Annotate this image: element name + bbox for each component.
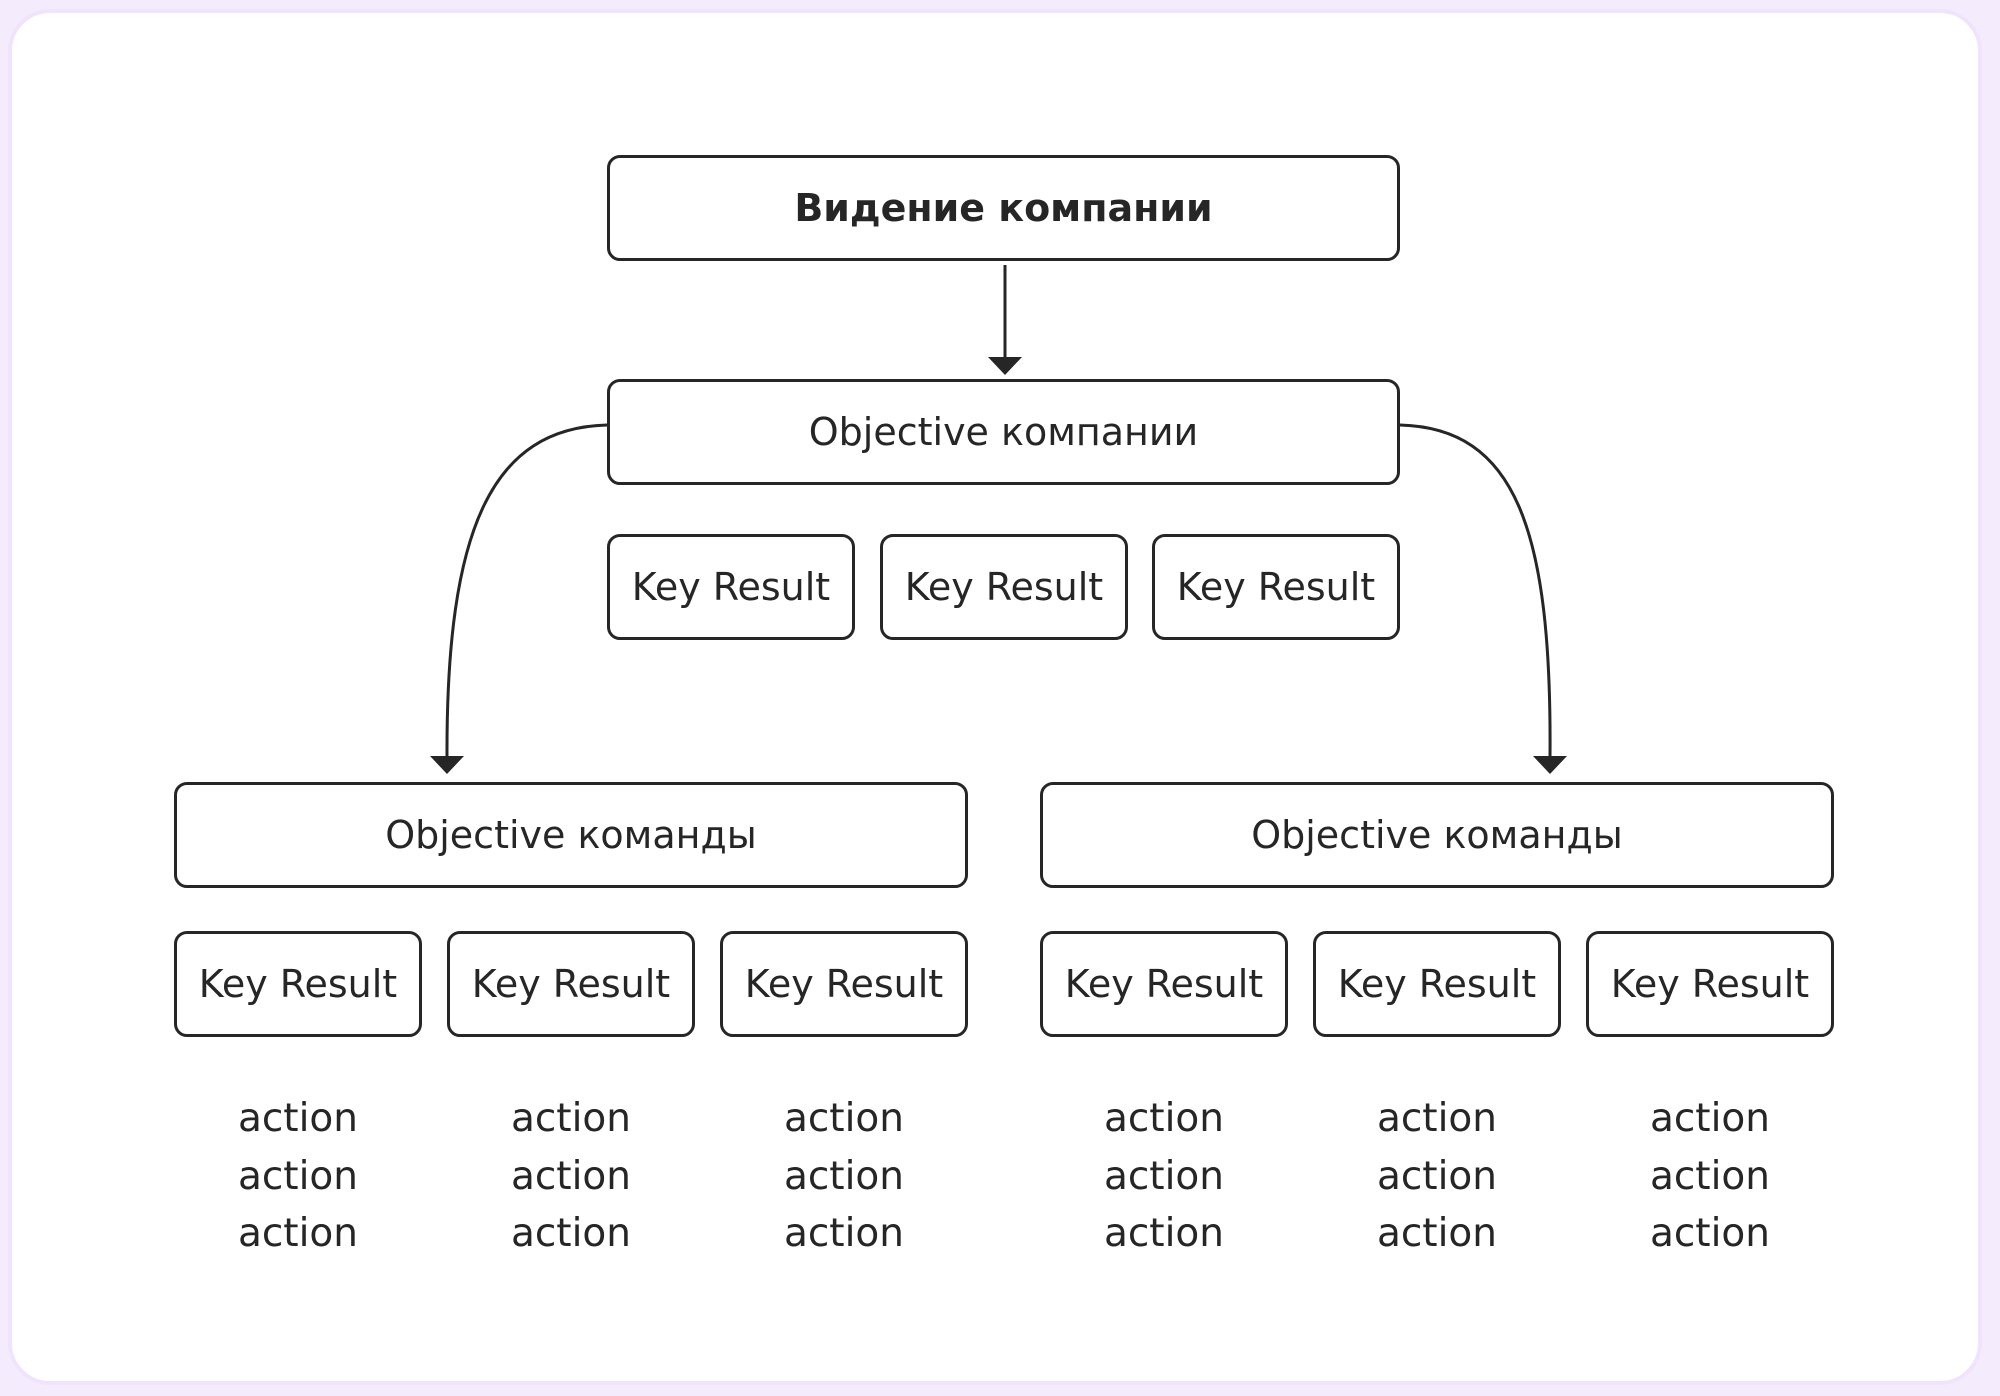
- team-left-key-result-2: Key Result: [447, 931, 695, 1037]
- vision-box: Видение компании: [607, 155, 1400, 261]
- actions-list: action action action: [720, 1090, 968, 1263]
- actions-list: action action action: [174, 1090, 422, 1263]
- team-objective-label: Objective команды: [1251, 813, 1623, 857]
- action-item: action: [1376, 1211, 1498, 1256]
- arrowhead-objective-to-right-team: [1533, 756, 1567, 774]
- team-objective-label: Objective команды: [385, 813, 757, 857]
- key-result-label: Key Result: [904, 565, 1104, 609]
- action-item: action: [237, 1096, 359, 1141]
- action-item: action: [783, 1211, 905, 1256]
- actions-list: action action action: [1586, 1090, 1834, 1263]
- team-objective-right: Objective команды: [1040, 782, 1834, 888]
- vision-label: Видение компании: [794, 186, 1213, 230]
- action-item: action: [1649, 1096, 1771, 1141]
- action-item: action: [237, 1211, 359, 1256]
- company-key-result-3: Key Result: [1152, 534, 1400, 640]
- team-right-key-result-3: Key Result: [1586, 931, 1834, 1037]
- action-item: action: [783, 1153, 905, 1199]
- diagram-card: Видение компании Objective компании Key …: [8, 9, 1982, 1385]
- key-result-label: Key Result: [744, 962, 944, 1006]
- company-key-result-2: Key Result: [880, 534, 1128, 640]
- key-result-label: Key Result: [1610, 962, 1810, 1006]
- action-item: action: [237, 1153, 359, 1199]
- action-item: action: [783, 1096, 905, 1141]
- company-objective-box: Objective компании: [607, 379, 1400, 485]
- team-right-key-result-1: Key Result: [1040, 931, 1288, 1037]
- connectors: [430, 265, 1567, 774]
- company-objective-label: Objective компании: [808, 410, 1199, 454]
- team-objective-left: Objective команды: [174, 782, 968, 888]
- action-item: action: [1103, 1211, 1225, 1256]
- arrow-objective-to-right-team: [1399, 423, 1552, 759]
- action-item: action: [1649, 1211, 1771, 1256]
- team-left-key-result-1: Key Result: [174, 931, 422, 1037]
- key-result-label: Key Result: [1337, 962, 1537, 1006]
- action-item: action: [510, 1211, 632, 1256]
- key-result-label: Key Result: [471, 962, 671, 1006]
- key-result-label: Key Result: [198, 962, 398, 1006]
- key-result-label: Key Result: [1176, 565, 1376, 609]
- actions-list: action action action: [447, 1090, 695, 1263]
- key-result-label: Key Result: [1064, 962, 1264, 1006]
- arrowhead-objective-to-left-team: [430, 756, 464, 774]
- actions-list: action action action: [1040, 1090, 1288, 1263]
- action-item: action: [1103, 1153, 1225, 1199]
- team-left-key-result-3: Key Result: [720, 931, 968, 1037]
- action-item: action: [1103, 1096, 1225, 1141]
- arrowhead-vision-to-objective: [988, 357, 1022, 375]
- arrow-objective-to-left-team: [445, 423, 608, 759]
- team-right-key-result-2: Key Result: [1313, 931, 1561, 1037]
- action-item: action: [510, 1153, 632, 1199]
- action-item: action: [1649, 1153, 1771, 1199]
- action-item: action: [510, 1096, 632, 1141]
- actions-list: action action action: [1313, 1090, 1561, 1263]
- company-key-result-1: Key Result: [607, 534, 855, 640]
- action-item: action: [1376, 1096, 1498, 1141]
- action-item: action: [1376, 1153, 1498, 1199]
- key-result-label: Key Result: [631, 565, 831, 609]
